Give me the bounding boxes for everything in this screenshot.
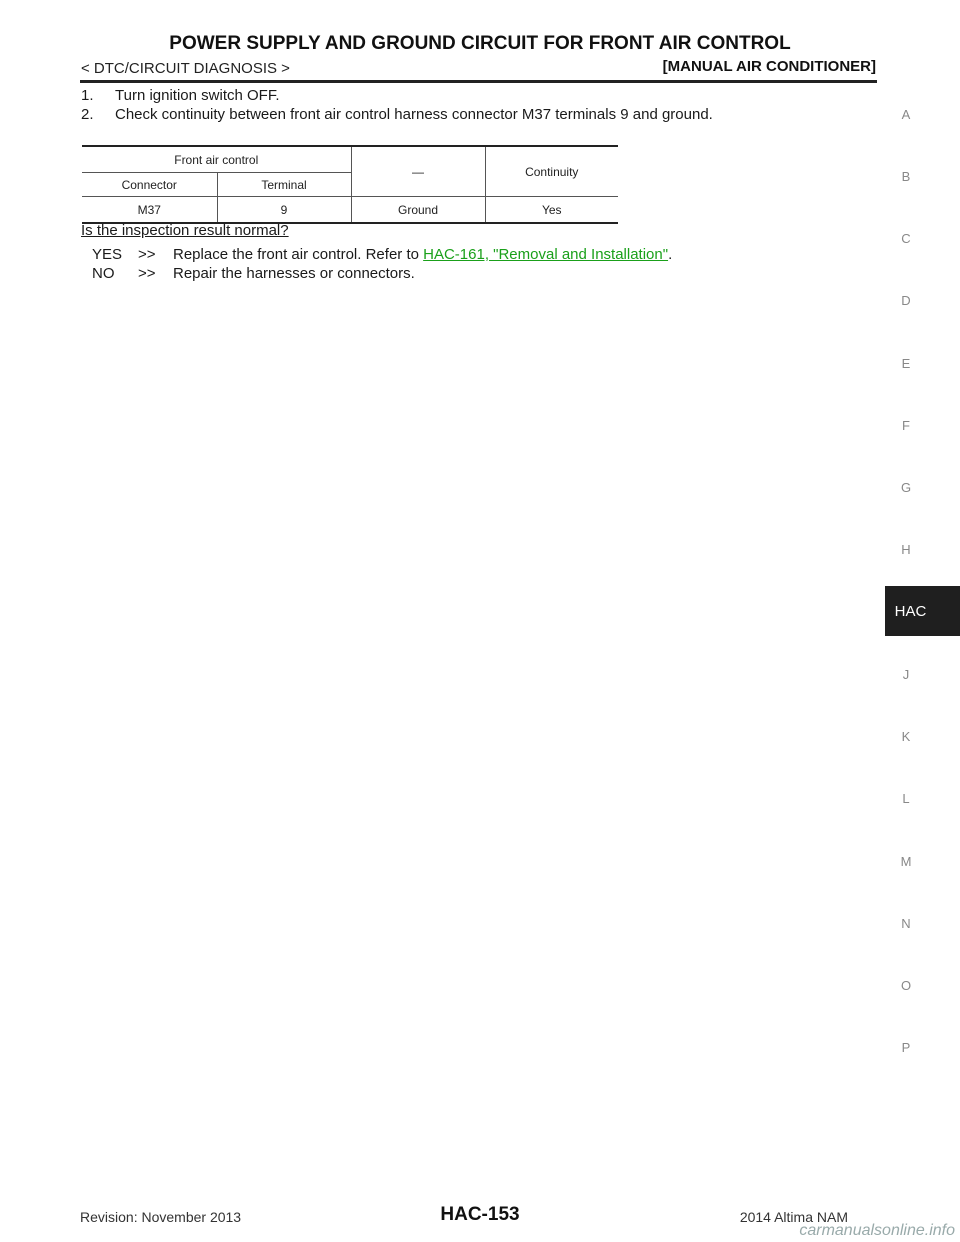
step-number: 2.	[81, 106, 94, 123]
connector-header: Connector	[82, 172, 217, 197]
table-row: M37 9 Ground Yes	[82, 196, 618, 224]
side-index-active-label: HAC	[894, 602, 927, 620]
side-index-m[interactable]: M	[900, 854, 912, 869]
answer-key: YES	[92, 246, 123, 263]
dash-header: —	[350, 145, 485, 197]
step-text: Turn ignition switch OFF.	[115, 87, 280, 104]
terminal-header: Terminal	[216, 172, 351, 197]
answer-text-end: .	[668, 246, 673, 263]
side-index: A B C D E F G H HAC J K L M N O P	[885, 0, 960, 1242]
answer-list: YES >> Replace the front air control. Re…	[92, 245, 672, 283]
side-index-h[interactable]: H	[901, 542, 911, 557]
front-air-control-header: Front air control	[82, 145, 351, 173]
section-label: [MANUAL AIR CONDITIONER]	[662, 58, 876, 75]
page-number: HAC-153	[440, 1204, 520, 1225]
continuity-table: Front air control — Continuity Connector…	[82, 145, 618, 224]
inspection-question: Is the inspection result normal?	[81, 222, 289, 239]
table-subheader-row: Connector Terminal	[82, 172, 618, 197]
answer-yes: YES >> Replace the front air control. Re…	[92, 245, 672, 264]
page-title: POWER SUPPLY AND GROUND CIRCUIT FOR FRON…	[169, 33, 791, 54]
watermark: carmanualsonline.info	[799, 1222, 955, 1239]
answer-key: NO	[92, 265, 115, 282]
side-index-p[interactable]: P	[901, 1040, 911, 1055]
side-index-b[interactable]: B	[901, 169, 911, 184]
terminal-cell: 9	[216, 196, 351, 224]
side-index-g[interactable]: G	[900, 480, 912, 495]
procedure-steps: 1. Turn ignition switch OFF. 2. Check co…	[81, 86, 713, 124]
answer-arrow: >>	[138, 246, 156, 263]
side-index-l[interactable]: L	[902, 791, 910, 806]
side-index-d[interactable]: D	[901, 293, 911, 308]
side-index-n[interactable]: N	[901, 916, 911, 931]
answer-text-body: Replace the front air control. Refer to	[173, 246, 424, 263]
step-1: 1. Turn ignition switch OFF.	[81, 86, 713, 105]
continuity-header: Continuity	[484, 145, 618, 197]
step-text: Check continuity between front air contr…	[115, 106, 713, 123]
answer-arrow: >>	[138, 265, 156, 282]
continuity-cell: Yes	[484, 196, 618, 224]
step-2: 2. Check continuity between front air co…	[81, 105, 713, 124]
side-index-j[interactable]: J	[902, 667, 910, 682]
header-divider	[80, 80, 877, 83]
side-index-c[interactable]: C	[901, 231, 911, 246]
step-number: 1.	[81, 87, 94, 104]
side-index-e[interactable]: E	[901, 356, 911, 371]
side-index-active-hac[interactable]: HAC	[885, 586, 960, 636]
side-index-k[interactable]: K	[901, 729, 911, 744]
ground-cell: Ground	[350, 196, 485, 224]
answer-text: Replace the front air control. Refer to …	[173, 245, 672, 264]
breadcrumb: < DTC/CIRCUIT DIAGNOSIS >	[81, 60, 290, 77]
vehicle-model: 2014 Altima NAM	[739, 1209, 848, 1225]
answer-text: Repair the harnesses or connectors.	[173, 265, 415, 282]
removal-installation-link[interactable]: HAC-161, "Removal and Installation"	[423, 246, 669, 263]
side-index-o[interactable]: O	[900, 978, 912, 993]
side-index-a[interactable]: A	[901, 107, 911, 122]
side-index-f[interactable]: F	[902, 418, 910, 433]
revision-date: Revision: November 2013	[80, 1209, 242, 1225]
table-header-row: Front air control — Continuity	[82, 145, 618, 197]
answer-no: NO >> Repair the harnesses or connectors…	[92, 264, 672, 283]
connector-cell: M37	[82, 196, 217, 224]
